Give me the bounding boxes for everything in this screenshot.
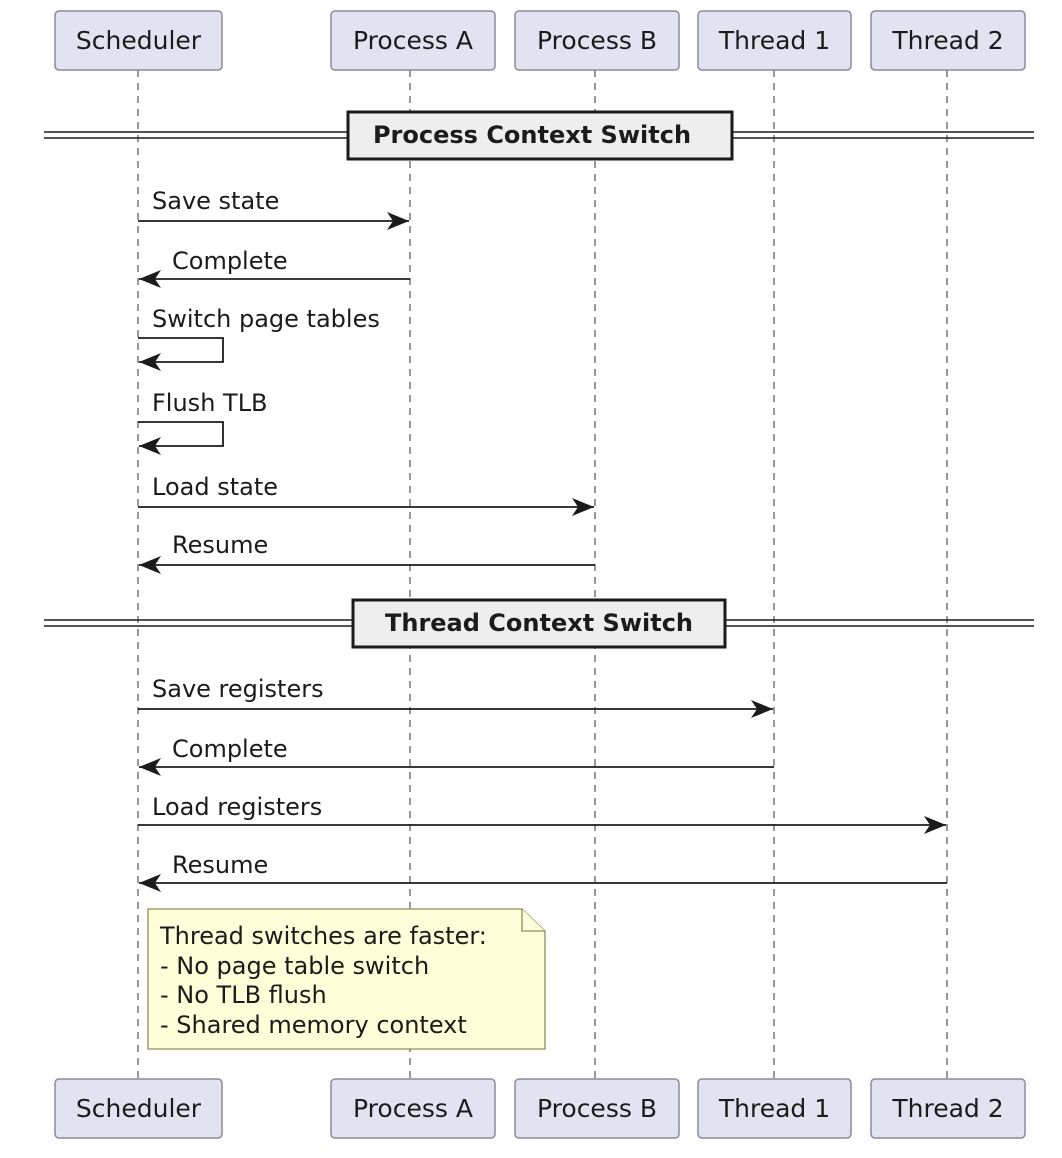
message-label: Flush TLB: [152, 389, 268, 417]
message-label: Save registers: [152, 675, 324, 703]
participant-label: Process B: [537, 26, 657, 55]
participant-thread-1: Thread 1: [697, 1078, 852, 1139]
participant-label: Scheduler: [76, 26, 202, 55]
participant-process-a: Process A: [330, 10, 496, 71]
message-label: Complete: [172, 735, 288, 763]
note-line: - No page table switch: [160, 952, 429, 980]
participant-thread-2: Thread 2: [870, 1078, 1026, 1139]
note-line: - No TLB flush: [160, 981, 327, 1009]
participant-label: Process A: [353, 26, 473, 55]
participant-process-b: Process B: [514, 1078, 680, 1139]
section-label: Process Context Switch: [373, 121, 691, 149]
participant-label: Thread 1: [718, 1094, 830, 1123]
participant-label: Scheduler: [76, 1094, 202, 1123]
participants-top: Scheduler Process A Process B Thread 1 T…: [54, 10, 1026, 71]
message-load-state: Load state: [138, 473, 594, 516]
message-resume-2: Resume: [139, 851, 947, 892]
message-label: Resume: [172, 531, 268, 559]
message-save-registers: Save registers: [138, 675, 773, 718]
section-divider-thread: Thread Context Switch: [44, 598, 1034, 649]
message-label: Resume: [172, 851, 268, 879]
participant-label: Process A: [353, 1094, 473, 1123]
note: Thread switches are faster: - No page ta…: [147, 908, 546, 1050]
message-complete-1: Complete: [139, 247, 410, 288]
message-switch-page-tables: Switch page tables: [138, 305, 380, 371]
section-label: Thread Context Switch: [385, 609, 693, 637]
message-label: Load registers: [152, 793, 322, 821]
message-label: Save state: [152, 187, 279, 215]
message-label: Complete: [172, 247, 288, 275]
note-line: - Shared memory context: [160, 1011, 467, 1039]
note-line: Thread switches are faster:: [159, 922, 487, 950]
message-load-registers: Load registers: [138, 793, 946, 834]
participant-label: Thread 2: [891, 26, 1003, 55]
participant-thread-2: Thread 2: [870, 10, 1026, 71]
participant-label: Thread 2: [891, 1094, 1003, 1123]
participant-process-b: Process B: [514, 10, 680, 71]
message-flush-tlb: Flush TLB: [138, 389, 268, 455]
participant-scheduler: Scheduler: [54, 1078, 223, 1139]
participant-label: Thread 1: [718, 26, 830, 55]
section-divider-process: Process Context Switch: [44, 110, 1034, 161]
participants-bottom: Scheduler Process A Process B Thread 1 T…: [54, 1078, 1026, 1139]
message-resume-1: Resume: [139, 531, 595, 574]
participant-thread-1: Thread 1: [697, 10, 852, 71]
message-save-state: Save state: [138, 187, 409, 230]
message-label: Switch page tables: [152, 305, 380, 333]
participant-scheduler: Scheduler: [54, 10, 223, 71]
participant-process-a: Process A: [330, 1078, 496, 1139]
message-label: Load state: [152, 473, 278, 501]
message-complete-2: Complete: [139, 735, 774, 776]
participant-label: Process B: [537, 1094, 657, 1123]
